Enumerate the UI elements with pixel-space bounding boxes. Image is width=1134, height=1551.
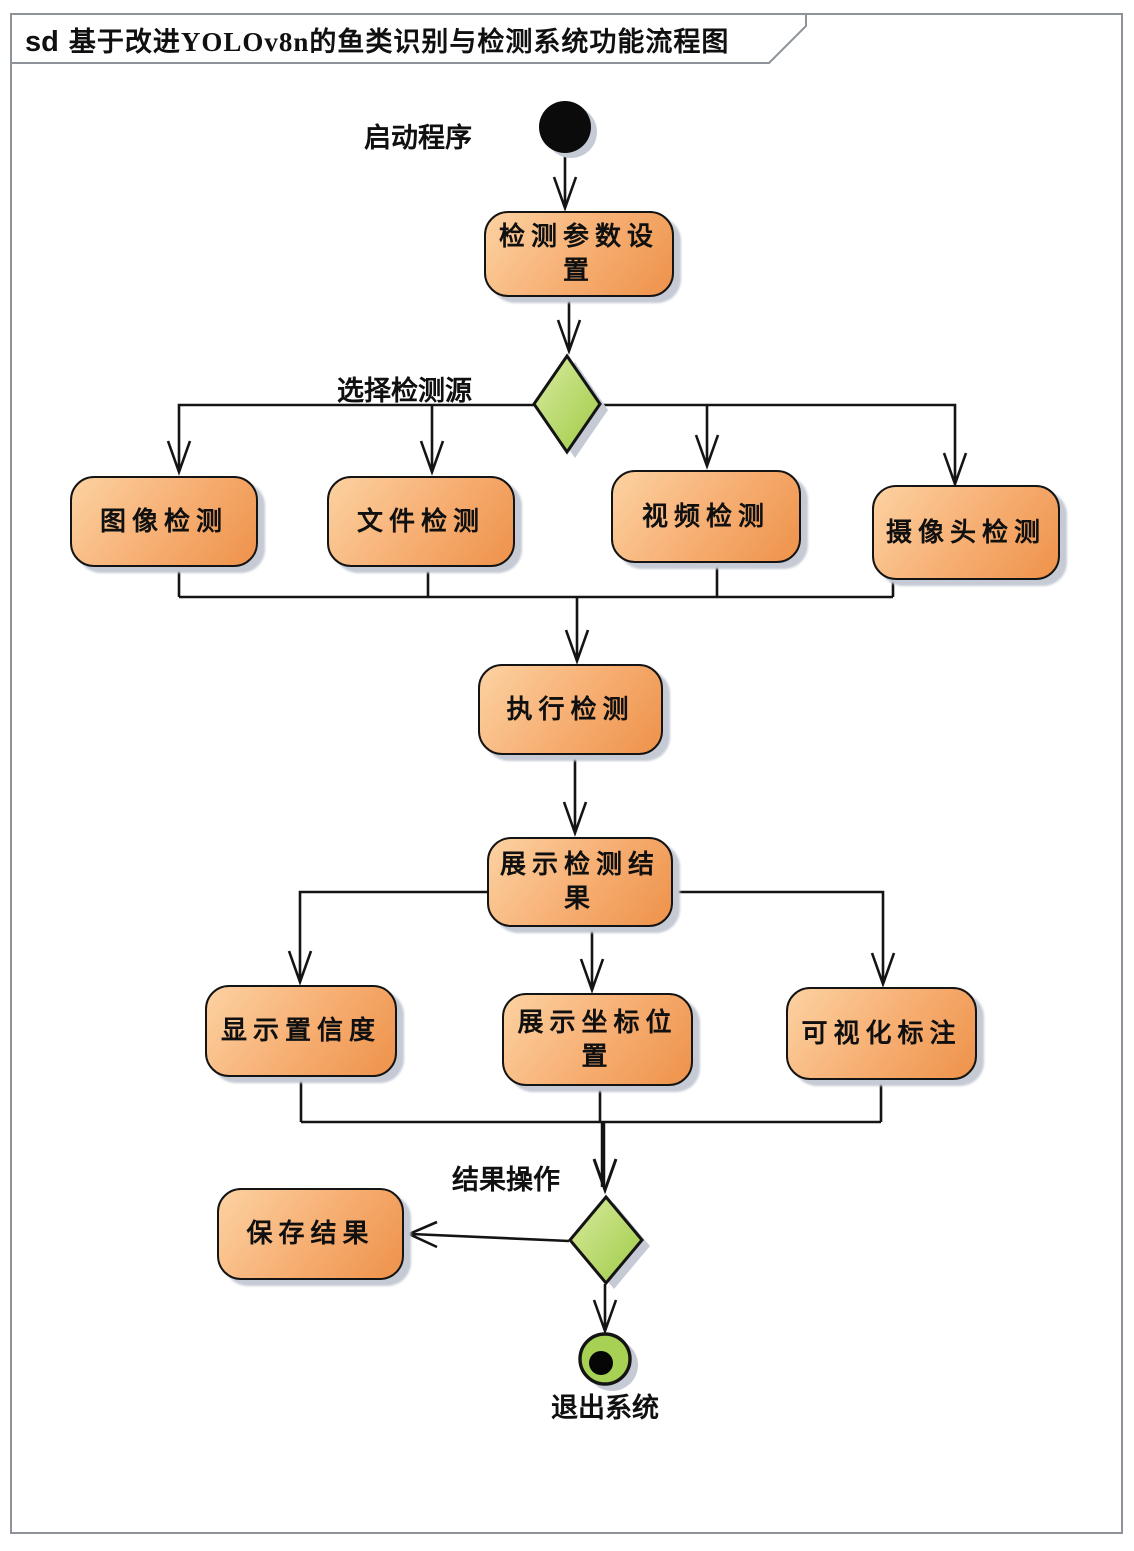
label-exit: 退出系统 (551, 1393, 659, 1423)
frame-title-text: 基于改进YOLOv8n的鱼类识别与检测系统功能流程图 (68, 27, 730, 57)
final-node-inner-dot (589, 1351, 613, 1375)
connector-edges (166, 155, 968, 1335)
node-show-result: 展示检测结果 (487, 837, 673, 927)
label-start: 启动程序 (364, 123, 472, 153)
edge-decision2-to-save (405, 1220, 570, 1249)
node-save-result: 保存结果 (217, 1188, 404, 1280)
node-camera-detect: 摄像头检测 (872, 485, 1060, 580)
frame-title: sd 基于改进YOLOv8n的鱼类识别与检测系统功能流程图 (25, 20, 729, 59)
edge-decision2-to-final (592, 1284, 618, 1335)
decision-source-diamond (532, 353, 602, 455)
node-file-detect: 文件检测 (327, 476, 515, 567)
start-node (539, 101, 591, 153)
node-param-setting: 检测参数设置 (484, 211, 674, 297)
node-video-detect: 视频检测 (611, 470, 801, 563)
edge-branch-video (694, 405, 720, 470)
edge-showresult-to-coords (579, 927, 605, 994)
node-image-detect: 图像检测 (70, 476, 258, 567)
label-result-action: 结果操作 (452, 1165, 560, 1195)
edge-param-to-decision (556, 297, 582, 355)
node-show-coords: 展示坐标位置 (502, 993, 693, 1086)
decision-result-diamond (568, 1194, 644, 1286)
node-show-confidence: 显示置信度 (205, 985, 397, 1077)
edge-merge-to-decision2-head (592, 1158, 618, 1195)
frame-title-tab-shape (10, 13, 807, 64)
edge-branch-file (419, 405, 445, 476)
edge-merge-results (299, 1077, 883, 1124)
edge-showresult-to-annot (673, 890, 896, 988)
label-select-source: 选择检测源 (337, 376, 472, 406)
edge-exec-to-showresult (562, 755, 588, 837)
frame-keyword: sd (25, 26, 59, 58)
node-exec-detect: 执行检测 (478, 664, 663, 755)
node-visual-annot: 可视化标注 (786, 987, 977, 1080)
edge-start-to-param (552, 155, 578, 212)
edge-merge-sources-to-exec (177, 563, 895, 665)
edge-showresult-to-confidence (287, 890, 487, 986)
